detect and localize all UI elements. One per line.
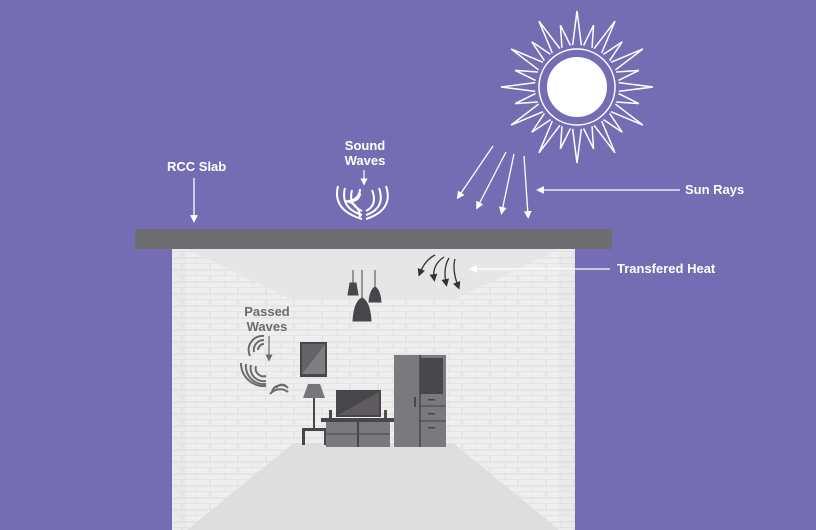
rcc-slab-label: RCC Slab	[167, 159, 226, 174]
sun-spike	[582, 126, 595, 150]
sun-icon	[500, 10, 654, 164]
sun-spike	[514, 92, 538, 105]
sun-spike	[610, 103, 644, 126]
sound-waves-label-2: Waves	[345, 153, 386, 168]
transfered-heat-label: Transfered Heat	[617, 261, 716, 276]
sun-rays-arrows	[456, 145, 680, 219]
sun-spike	[538, 20, 561, 54]
sun-spike	[571, 10, 583, 46]
sun-spike	[593, 120, 616, 154]
sun-spike	[571, 128, 583, 164]
sun-spike	[531, 41, 551, 61]
sun-spike	[514, 69, 538, 82]
sun-spike	[510, 48, 544, 71]
sun-spike	[500, 81, 536, 93]
sun-spike	[616, 92, 640, 105]
tv-cabinet	[321, 390, 394, 447]
floor-lamp	[302, 384, 327, 445]
sun-spike	[593, 20, 616, 54]
sun-spike	[618, 81, 654, 93]
rcc-slab	[135, 229, 612, 249]
sun-spike	[531, 113, 551, 133]
picture-frame	[300, 342, 327, 377]
sun-spike	[616, 69, 640, 82]
passed-waves-label-2: Waves	[247, 319, 288, 334]
sun-spike	[603, 113, 623, 133]
sound-waves-label-1: Sound	[345, 138, 385, 153]
sun-spike	[610, 48, 644, 71]
sun-spike	[603, 41, 623, 61]
sun-spike	[559, 24, 572, 48]
sun-spike	[559, 126, 572, 150]
passed-waves-icon	[239, 334, 289, 395]
sun-spike	[582, 24, 595, 48]
pendant-lamps-icon	[347, 270, 382, 322]
sun-spike	[510, 103, 544, 126]
sun-spike	[538, 120, 561, 154]
sound-waves-icon	[336, 185, 389, 220]
passed-waves-label-1: Passed	[244, 304, 290, 319]
sun-rays-label: Sun Rays	[685, 182, 744, 197]
wardrobe	[394, 355, 446, 447]
transfered-heat-icon	[417, 254, 461, 290]
